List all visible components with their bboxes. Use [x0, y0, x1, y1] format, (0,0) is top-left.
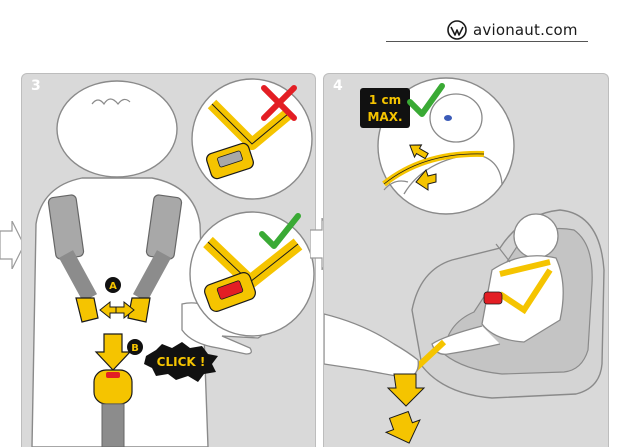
brand-logo: avionaut.com [447, 18, 587, 42]
arrow-icon [388, 374, 424, 406]
header-divider [386, 41, 588, 42]
limit-label-line2: MAX. [367, 110, 402, 124]
child-head [514, 214, 558, 258]
baby-eye [444, 115, 452, 121]
marker-b: B [131, 343, 139, 354]
step-4-panel: 4 1 cm MAX. [323, 73, 609, 447]
click-label: CLICK ! [157, 355, 206, 369]
crotch-strap [102, 404, 124, 447]
marker-a: A [109, 281, 117, 292]
step-3-illustration: A B CLICK ! [22, 74, 315, 447]
buckle-release-button [106, 372, 120, 378]
step-4-illustration: 1 cm MAX. [324, 74, 608, 447]
step-3-panel: 3 A B CLICK ! [21, 73, 316, 447]
harness-buckle [484, 292, 502, 304]
baby-head [57, 81, 177, 177]
adult-arm [324, 314, 418, 378]
limit-label-line1: 1 cm [369, 93, 401, 107]
baby-head [430, 94, 482, 142]
brand-name: avionaut.com [473, 21, 578, 39]
avionaut-logo-icon [447, 20, 467, 40]
arrow-icon [382, 409, 426, 447]
